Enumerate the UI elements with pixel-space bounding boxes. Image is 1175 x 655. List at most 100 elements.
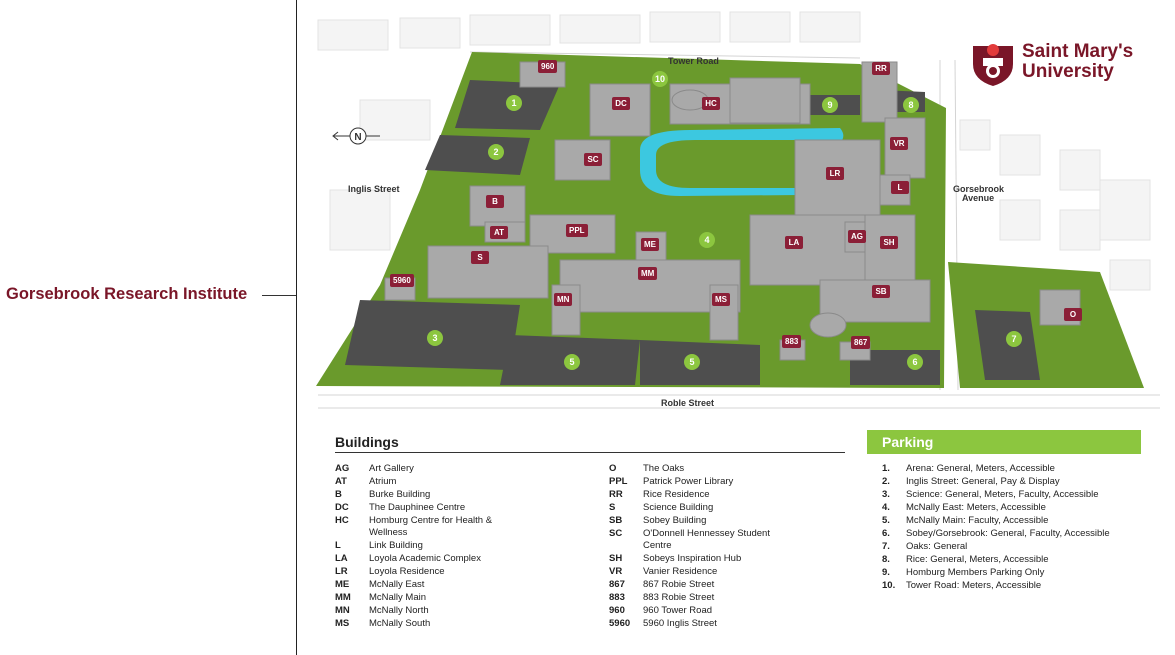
building-name: McNally North [369,605,429,616]
map-building-tag[interactable]: 883 [782,335,802,348]
building-code: 960 [609,605,625,616]
map-building-tag[interactable]: MM [638,267,658,280]
parking-number: 9. [882,567,890,578]
building-code: LR [335,566,348,577]
parking-legend-row: 6.Sobey/Gorsebrook: General, Faculty, Ac… [882,528,1136,540]
building-code: S [609,502,616,513]
map-building-tag[interactable]: SC [584,153,602,166]
parking-legend-row: 7.Oaks: General [882,541,1136,553]
building-name: Art Gallery [369,463,414,474]
parking-legend-row: 2.Inglis Street: General, Pay & Display [882,476,1136,488]
map-lot-number: 3 [427,330,443,346]
parking-name: Oaks: General [906,541,968,552]
map-building-tag[interactable]: 960 [538,60,558,73]
building-code: SC [609,528,623,539]
map-lot-number: 2 [488,144,504,160]
map-lot-number: 9 [822,97,838,113]
building-name: Sobeys Inspiration Hub [643,553,742,564]
map-building-tag[interactable]: VR [890,137,908,150]
parking-legend-row: 9. Homburg Members Parking Only [882,567,1136,579]
parking-number: 10. [882,580,896,591]
buildings-rule [335,452,845,453]
building-code: VR [609,566,623,577]
parking-name: Arena: General, Meters, Accessible [906,463,1055,474]
building-legend-row: AT Atrium [335,476,509,488]
parking-legend-row: 5. McNally Main: Faculty, Accessible [882,515,1136,527]
building-legend-row: SC O'Donnell Hennessey Student Centre [609,528,783,552]
parking-name: Tower Road: Meters, Accessible [906,580,1042,591]
street-gorsebrook-1: Gorsebrook [953,184,1005,194]
street-inglis: Inglis Street [348,184,400,194]
map-building-tag[interactable]: SH [880,236,898,249]
map-lot-number: 5 [684,354,700,370]
building-legend-row: 883 883 Robie Street [609,592,783,604]
parking-name: Inglis Street: General, Pay & Display [906,476,1060,487]
parking-legend-row: 8.Rice: General, Meters, Accessible [882,554,1136,566]
map-building-tag[interactable]: DC [612,97,630,110]
map-building-tag[interactable]: ME [641,238,659,251]
callout-label: Gorsebrook Research Institute [6,285,248,303]
buildings-title: Buildings [335,434,399,450]
parking-name: Sobey/Gorsebrook: General, Faculty, Acce… [906,528,1110,539]
map-building-tag[interactable]: S [471,251,489,264]
map-lot-number: 1 [506,95,522,111]
building-code: AT [335,476,347,487]
building-name: 960 Tower Road [643,605,713,616]
building-name: McNally South [369,618,431,629]
building-name: 883 Robie Street [643,592,715,603]
parking-legend-row: 4.McNally East: Meters, Accessible [882,502,1136,514]
university-logo [973,44,1013,86]
map-building-tag[interactable]: O [1064,308,1082,321]
map-building-tag[interactable]: L [891,181,909,194]
map-building-tag[interactable]: RR [872,62,890,75]
compass [332,127,380,145]
building-code: B [335,489,342,500]
callout-line [262,295,296,296]
building-name: Sobey Building [643,515,707,526]
parking-legend-row: 3.Science: General, Meters, Faculty, Acc… [882,489,1136,501]
parking-number: 4. [882,502,890,513]
map-lot-number: 8 [903,97,919,113]
map-building-tag[interactable]: MN [554,293,573,306]
street-robie: Roble Street [661,398,715,408]
compass-label: N [354,132,361,143]
parking-number: 3. [882,489,890,500]
map-building-tag[interactable]: AG [848,230,866,243]
building-name: Loyola Academic Complex [369,553,481,564]
building-code: HC [335,515,349,526]
map-building-tag[interactable]: LR [826,167,844,180]
map-building-tag[interactable]: 5960 [390,274,414,287]
parking-legend-row: 10. Tower Road: Meters, Accessible [882,580,1136,592]
street-gorsebrook-2: Avenue [962,193,995,203]
building-name: O'Donnell Hennessey Student Centre [643,528,770,551]
building-name: Atrium [369,476,397,487]
building-legend-row: 960 960 Tower Road [609,605,783,617]
building-code: MS [335,618,350,629]
map-building-tag[interactable]: HC [702,97,720,110]
building-code: 883 [609,592,625,603]
map-building-tag[interactable]: PPL [566,224,588,237]
map-building-tag[interactable]: B [486,195,504,208]
building-legend-row: MS McNally South [335,618,509,630]
parking-name: Homburg Members Parking Only [906,567,1045,578]
background-blocks [317,11,1151,291]
building-name: Homburg Centre for Health & Wellness [369,515,493,538]
parking-number: 5. [882,515,890,526]
map-building-tag[interactable]: LA [785,236,803,249]
map-building-tag[interactable]: AT [490,226,508,239]
map-building-tag[interactable]: SB [872,285,890,298]
parking-name: McNally Main: Faculty, Accessible [906,515,1049,526]
building-name: Burke Building [369,489,431,500]
map-building-tag[interactable]: MS [712,293,730,306]
building-code: MM [335,592,351,603]
building-code: RR [609,489,623,500]
map-building-tag[interactable]: 867 [851,336,871,349]
parking-name: Rice: General, Meters, Accessible [906,554,1049,565]
